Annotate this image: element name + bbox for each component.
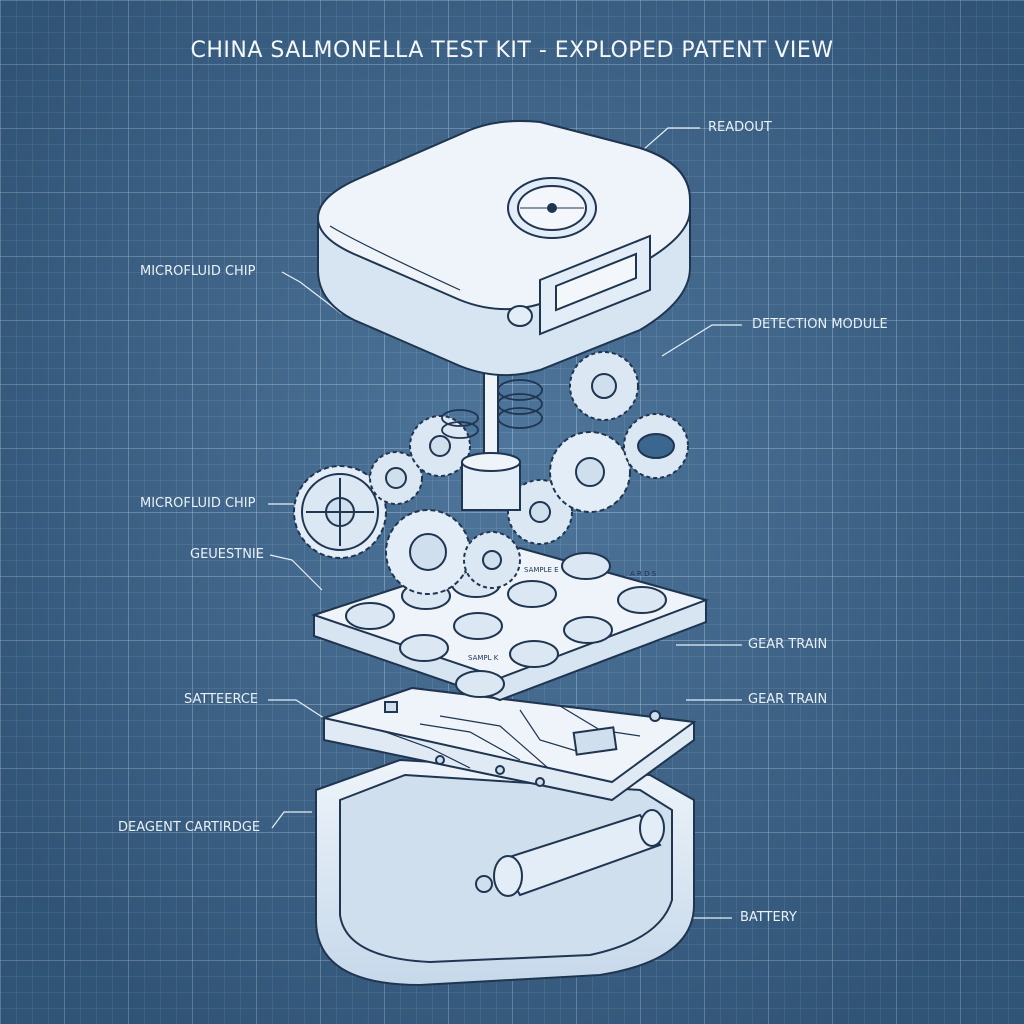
gear-right-mid xyxy=(507,479,573,545)
side-button xyxy=(507,305,533,327)
leader-geuestnie xyxy=(269,554,323,591)
label-battery: BATTERY xyxy=(740,910,797,925)
gear-center-top xyxy=(409,415,471,477)
leader-microfluid-chip-1 xyxy=(281,271,343,315)
label-microfluid-chip-2: MICROFLUID CHIP xyxy=(140,496,256,511)
gear-right-large xyxy=(549,431,631,513)
readout-housing xyxy=(316,120,691,377)
dial-gauge xyxy=(507,177,597,239)
label-geuestnie: GEUESTNIE xyxy=(190,547,264,562)
leader-deagent-cartirdge xyxy=(271,811,312,829)
circuit-board xyxy=(320,686,697,802)
label-satteerce: SATTEERCE xyxy=(184,692,259,707)
gear-top-right xyxy=(569,351,639,421)
label-detection-module: DETECTION MODULE xyxy=(752,317,888,332)
gear-far-right-ring xyxy=(623,413,689,479)
label-microfluid-chip-1: MICROFLUID CHIP xyxy=(140,264,256,279)
spring xyxy=(441,379,543,439)
label-deagent-cartirdge: DEAGENT CARTIRDGE xyxy=(118,820,261,835)
tray-label-sample-mid: SAMPL K xyxy=(468,654,499,662)
battery-cell xyxy=(475,809,665,897)
center-shaft xyxy=(461,365,521,511)
gear-large-left xyxy=(293,465,387,559)
gear-front-lower xyxy=(385,509,471,595)
gear-assembly xyxy=(293,351,689,595)
label-readout: READOUT xyxy=(708,120,772,135)
tray-label-code-right: A R D S xyxy=(630,570,657,578)
diagram-title: CHINA SALMONELLA TEST KIT - EXPLOPED PAT… xyxy=(190,38,834,63)
display-window xyxy=(539,234,651,336)
label-gear-train-1: GEAR TRAIN xyxy=(748,637,828,652)
gear-small-left xyxy=(369,451,423,505)
leader-satteerce xyxy=(268,699,331,723)
gear-center xyxy=(463,531,521,589)
leader-detection-module xyxy=(661,324,742,357)
label-gear-train-2: GEAR TRAIN xyxy=(748,692,828,707)
tray-label-sample-top: SAMPLE E xyxy=(524,566,559,574)
